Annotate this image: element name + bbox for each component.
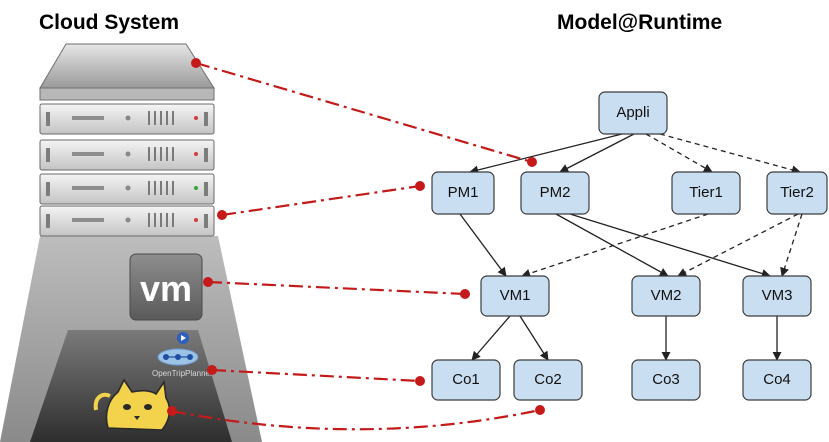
mapping-server-top-to-pm2 (191, 58, 537, 167)
mapping-server-to-pm1 (217, 181, 425, 220)
edge-appli-pm2 (559, 133, 635, 173)
edge-appli-tier1 (645, 133, 713, 173)
model-nodes: Appli PM1 PM2 Tier1 Tier2 VM1 VM2 VM3 (431, 91, 828, 401)
server-top-edge (39, 87, 215, 101)
edge-tier2-vm3 (780, 213, 803, 277)
node-co4-label: Co4 (763, 371, 791, 388)
node-pm1-label: PM1 (448, 184, 479, 201)
node-pm2[interactable]: PM2 (520, 171, 590, 215)
node-vm3[interactable]: VM3 (742, 275, 812, 317)
mapping-tomcat-to-co2 (167, 405, 545, 431)
node-pm1[interactable]: PM1 (431, 171, 495, 215)
edge-vm1-co1 (471, 315, 511, 361)
server-unit-1 (39, 103, 215, 135)
node-vm1[interactable]: VM1 (480, 275, 550, 317)
cloud-system-title: Cloud System (39, 11, 179, 34)
node-co3[interactable]: Co3 (631, 359, 701, 401)
vmware-logo: vm (129, 253, 203, 321)
node-co2[interactable]: Co2 (513, 359, 583, 401)
node-vm2[interactable]: VM2 (631, 275, 701, 317)
edge-pm1-vm1 (459, 213, 507, 277)
server-unit-4 (39, 205, 215, 237)
edge-vm1-co2 (519, 315, 549, 361)
node-co1-label: Co1 (452, 371, 480, 388)
node-vm2-label: VM2 (651, 287, 682, 304)
node-vm1-label: VM1 (500, 287, 531, 304)
model-runtime-title: Model@Runtime (557, 11, 722, 34)
node-appli-label: Appli (616, 104, 649, 121)
edge-tier2-vm2 (677, 213, 799, 277)
edge-appli-tier2 (659, 133, 801, 175)
node-co3-label: Co3 (652, 371, 680, 388)
node-vm3-label: VM3 (762, 287, 793, 304)
cloud-tower: vm OpenTripPlanner (0, 43, 262, 442)
server-unit-2 (39, 139, 215, 171)
opentripplanner-label: OpenTripPlanner (152, 369, 213, 378)
node-appli[interactable]: Appli (598, 91, 668, 135)
opentripplanner-icon: OpenTripPlanner (152, 332, 213, 378)
node-co2-label: Co2 (534, 371, 562, 388)
model-edges (459, 133, 803, 361)
node-co1[interactable]: Co1 (431, 359, 501, 401)
vm-logo-text: vm (140, 268, 192, 309)
mapping-otp-to-co1 (207, 365, 425, 386)
mapping-vm-to-vm1 (203, 277, 470, 299)
node-co4[interactable]: Co4 (742, 359, 812, 401)
node-tier2-label: Tier2 (780, 184, 814, 201)
edge-tier1-vm1 (521, 213, 709, 278)
server-unit-3 (39, 173, 215, 205)
edge-pm2-vm2 (555, 213, 669, 277)
mapping-lines (167, 58, 545, 431)
node-tier1-label: Tier1 (689, 184, 723, 201)
server-top (39, 43, 215, 89)
node-tier2[interactable]: Tier2 (766, 171, 828, 215)
node-tier1[interactable]: Tier1 (671, 171, 741, 215)
node-pm2-label: PM2 (540, 184, 571, 201)
edge-appli-pm1 (469, 133, 623, 175)
edge-pm2-vm3 (569, 213, 771, 278)
